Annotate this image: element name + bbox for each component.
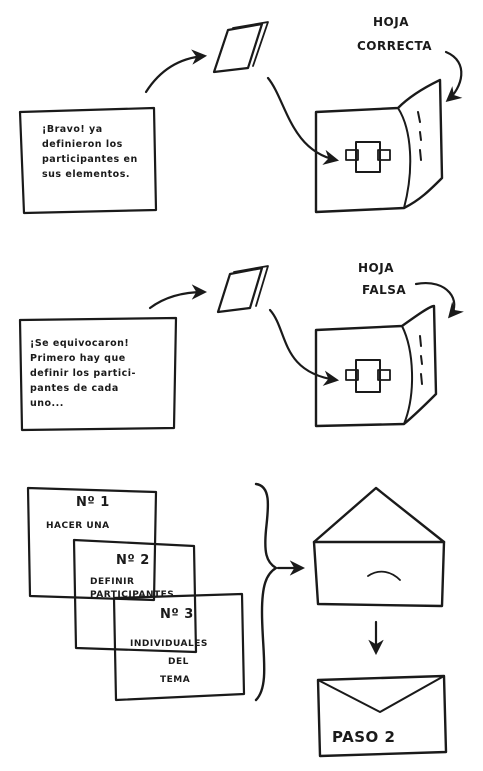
arrow-note-to-paper-false [150,292,204,308]
panel-false: ¡Se equivocaron! Primero hay que definir… [20,261,454,430]
sheet-correct-label-line-1: HOJA [373,15,409,29]
sheet-false-label-line-2: FALSA [362,283,406,297]
arrow-paper-to-sheet-false [270,310,336,380]
closed-envelope-icon: PASO 2 [318,676,446,756]
step-card-1-number: Nº 1 [76,495,110,510]
note-false-line-5: uno... [30,398,64,409]
panel-correct: ¡Bravo! ya definieron los participantes … [20,15,461,213]
note-card-false: ¡Se equivocaron! Primero hay que definir… [20,318,176,430]
open-envelope-icon [314,488,444,606]
step-card-1-text: HACER UNA [46,521,110,531]
step-card-2-line-1: DEFINIR [90,577,134,587]
step-card-3-line-1: INDIVIDUALES [130,639,208,649]
note-false-line-3: definir los partici- [30,368,136,379]
note-false-line-1: ¡Se equivocaron! [30,338,129,349]
note-card-correct: ¡Bravo! ya definieron los participantes … [20,108,156,213]
note-correct-line-2: definieron los [42,139,123,150]
step-card-3-number: Nº 3 [160,607,194,622]
arrow-label-to-sheet-correct [446,52,461,100]
note-correct-line-3: participantes en [42,154,138,165]
step-card-2-number: Nº 2 [116,553,150,568]
folded-paper-correct-icon [214,22,268,72]
step-card-3-line-3: TEMA [160,675,190,685]
note-correct-line-4: sus elementos. [42,169,130,180]
grouping-brace [256,484,276,700]
envelope-label: PASO 2 [332,728,395,746]
step-card-3: Nº 3 INDIVIDUALES DEL TEMA [114,594,244,700]
arrow-note-to-paper-correct [146,56,204,92]
sheet-false-icon [316,306,436,426]
panel-steps: Nº 1 HACER UNA Nº 2 DEFINIR PARTICIPANTE… [28,484,446,756]
note-correct-line-1: ¡Bravo! ya [42,124,103,135]
step-card-3-line-2: DEL [168,657,189,667]
note-false-line-2: Primero hay que [30,353,126,364]
folded-paper-false-icon [218,266,268,312]
sheet-correct-label-line-2: CORRECTA [357,39,432,53]
sheet-correct-icon [316,80,442,212]
sheet-false-label-line-1: HOJA [358,261,394,275]
note-false-line-4: pantes de cada [30,383,119,394]
arrow-paper-to-sheet-correct [268,78,336,160]
